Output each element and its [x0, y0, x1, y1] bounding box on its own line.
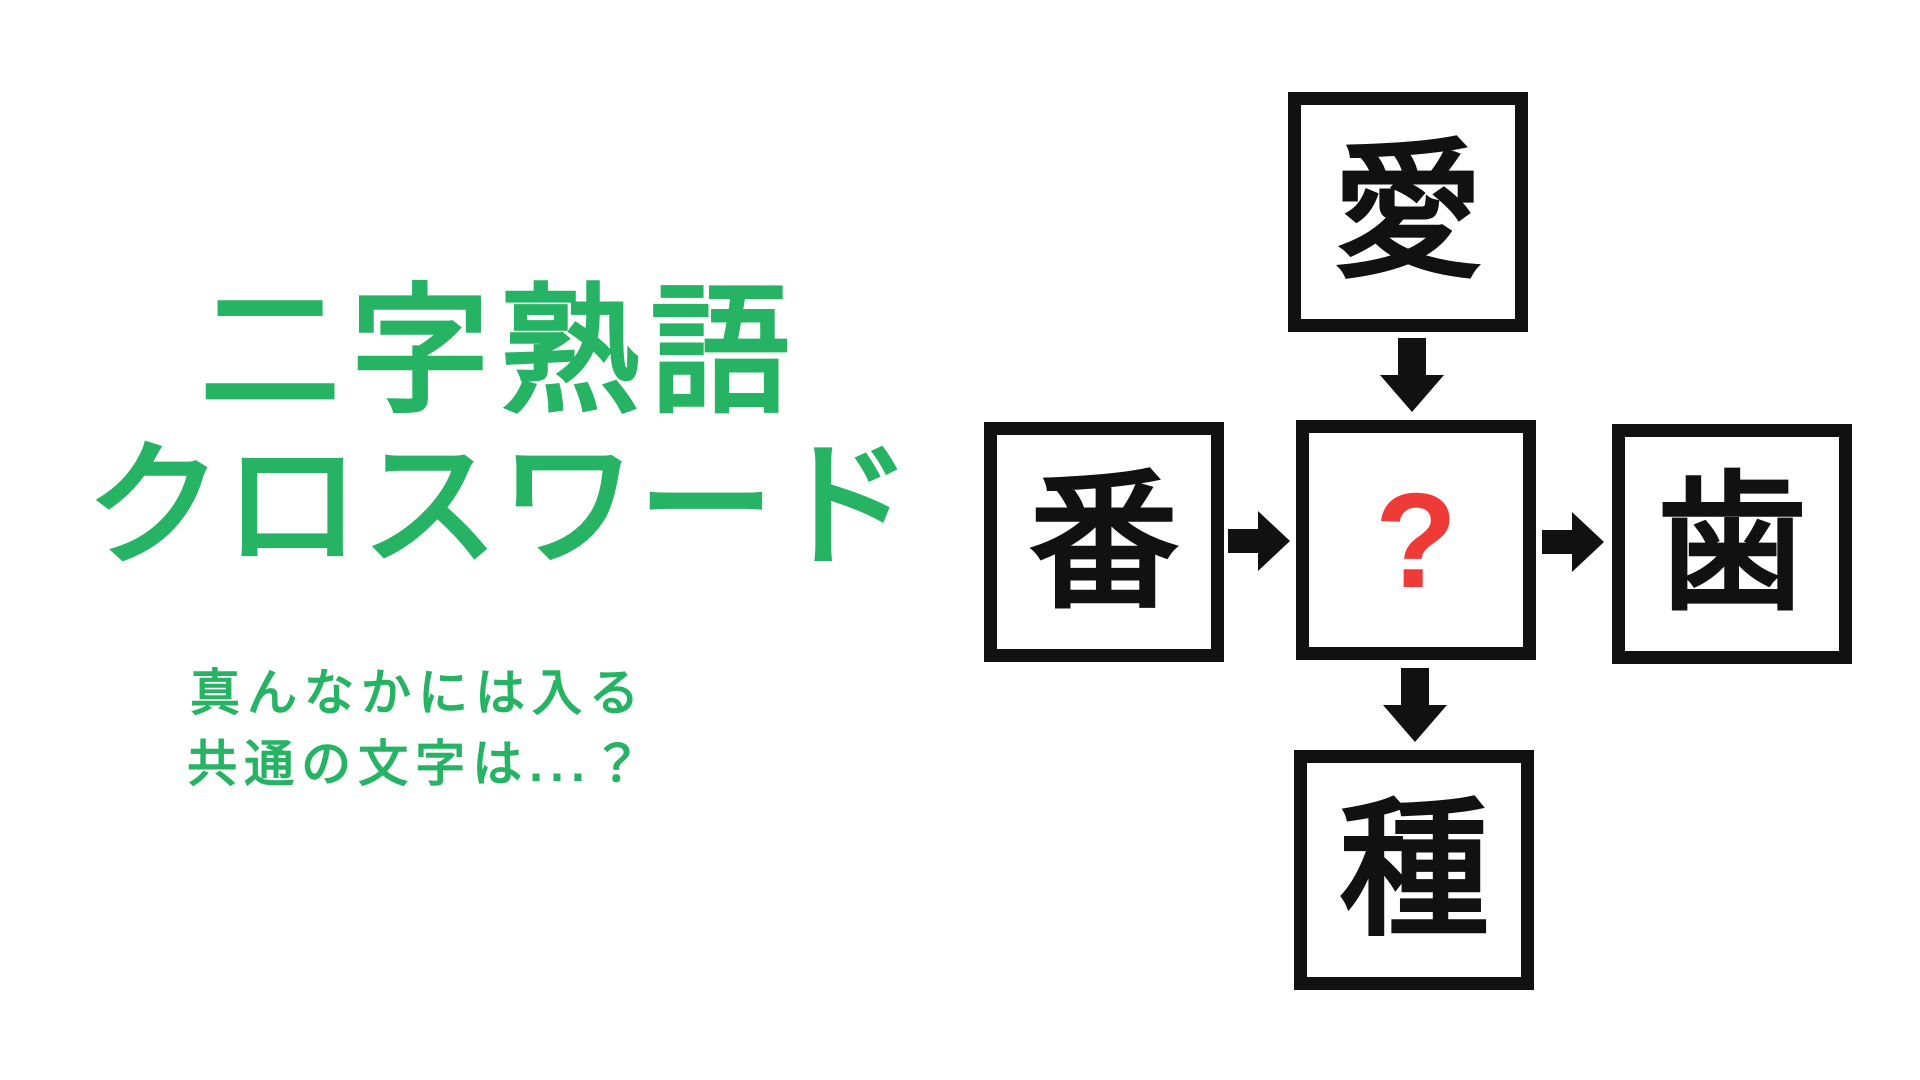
kanji-box-left: 番	[984, 422, 1224, 662]
kanji-left: 番	[1028, 458, 1179, 626]
kanji-bottom: 種	[1338, 786, 1489, 954]
puzzle-hint-line1: 真んなかには入る	[190, 665, 646, 721]
page-title-line1: 二字熟語	[0, 282, 1000, 422]
arrow-down-icon	[1380, 338, 1444, 412]
arrow-right-icon	[1542, 512, 1604, 572]
kanji-right: 歯	[1656, 460, 1807, 628]
kanji-box-bottom: 種	[1294, 750, 1534, 990]
arrow-down-icon	[1383, 668, 1447, 742]
puzzle-hint-text: 真んなかには入る 共通の文字は...？	[0, 658, 836, 800]
kanji-box-center-unknown: ?	[1296, 420, 1536, 660]
page-title-line2: クロスワード	[0, 438, 1000, 574]
question-mark: ?	[1374, 464, 1458, 616]
kanji-box-top: 愛	[1288, 92, 1528, 332]
arrow-right-icon	[1228, 511, 1290, 571]
kanji-box-right: 歯	[1612, 424, 1852, 664]
puzzle-hint-line2: 共通の文字は...？	[187, 736, 649, 792]
kanji-top: 愛	[1332, 128, 1483, 296]
